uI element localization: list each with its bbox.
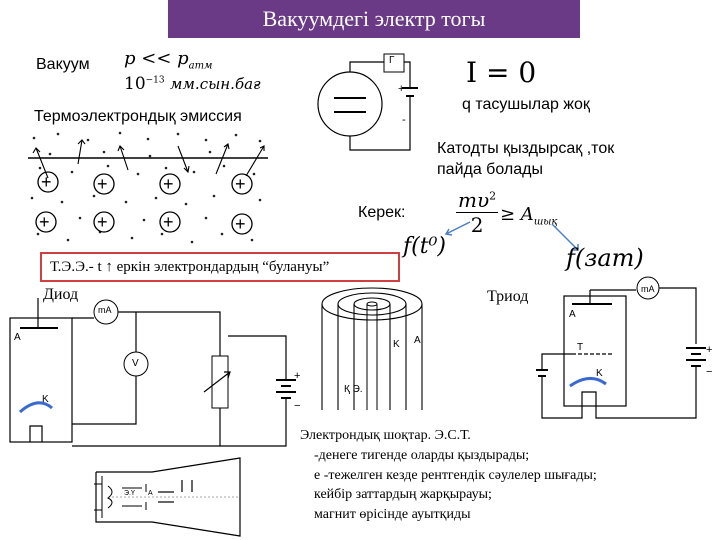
vacuum-formula-value: 10−13 мм.сын.бағ bbox=[124, 74, 261, 94]
circuit1-plus: + bbox=[398, 83, 405, 95]
ion-plus-4: + bbox=[235, 174, 246, 194]
cylindrical-electrode-diagram bbox=[321, 287, 423, 410]
thermo-emission-illustration bbox=[28, 131, 268, 244]
triode-cathode-label: K bbox=[596, 368, 603, 379]
tube-anode-label: A bbox=[414, 335, 421, 346]
tube-cathode-label: K bbox=[393, 339, 400, 350]
cathode-heating-text: Катодты қыздырсақ ,ток пайда болады bbox=[437, 138, 614, 180]
beam-property-2: е -тежелген кезде рентгендік сәулелер шы… bbox=[314, 467, 597, 483]
diode-voltmeter-label: V bbox=[132, 358, 139, 369]
triode-anode-label: A bbox=[569, 309, 576, 320]
beam-property-1: -денеге тигенде оларды қыздырады; bbox=[314, 448, 530, 463]
diode-cathode-label: K bbox=[42, 394, 49, 405]
electron-beams-properties: -денеге тигенде оларды қыздырады; е -теж… bbox=[314, 446, 597, 524]
triode-label: Триод bbox=[487, 288, 529, 305]
ion-plus-2: + bbox=[97, 174, 108, 194]
page-title: Вакуумдегі электр тогы bbox=[168, 0, 580, 38]
diode-battery-plus: + bbox=[294, 370, 301, 382]
electron-beams-heading: Электрондық шоқтар. Э.С.Т. bbox=[300, 428, 471, 443]
beam-property-3: кейбір заттардың жарқырауы; bbox=[314, 487, 492, 502]
triode-battery-plus: + bbox=[706, 344, 713, 356]
cathode-text-line-2: пайда болады bbox=[437, 161, 543, 178]
branch-arrows bbox=[444, 221, 579, 251]
ion-plus-8: + bbox=[235, 214, 246, 234]
ion-plus-7: + bbox=[163, 212, 174, 232]
diode-circuit-diagram bbox=[9, 298, 296, 447]
triode-milliammeter-label: mA bbox=[641, 284, 655, 294]
current-formula: I = 0 bbox=[466, 56, 537, 89]
func-material: f(зат) bbox=[566, 244, 644, 272]
crt-anode-label: А bbox=[148, 490, 153, 497]
crt-electron-gun-label: Э.Ү bbox=[124, 490, 135, 497]
ion-plus-5: + bbox=[39, 212, 50, 232]
ion-plus-1: + bbox=[41, 172, 52, 192]
vacuum-label: Вакуум bbox=[36, 56, 90, 73]
circuit1-minus: - bbox=[402, 114, 406, 126]
thermo-emission-definition: Т.Э.Э.- t ↑ еркін электрондардың “булану… bbox=[40, 252, 400, 282]
triode-grid-label: T bbox=[577, 342, 584, 353]
need-label: Керек: bbox=[358, 204, 406, 221]
vacuum-formula-pressure: p << pатм bbox=[124, 48, 213, 72]
thermo-emission-label: Термоэлектрондық эмиссия bbox=[34, 108, 242, 125]
ion-plus-6: + bbox=[97, 212, 108, 232]
diode-label: Диод bbox=[43, 286, 79, 303]
diode-milliammeter-label: mA bbox=[98, 305, 112, 315]
crt-tube-diagram bbox=[94, 457, 241, 537]
diode-battery-minus: − bbox=[294, 400, 301, 412]
func-temperature: f(t⁰) bbox=[403, 234, 446, 259]
no-carriers-text: q тасушылар жоқ bbox=[462, 96, 590, 113]
vacuum-circuit-diagram bbox=[317, 53, 418, 151]
energy-formula-rhs: ≥ Aшық bbox=[500, 204, 558, 228]
ion-plus-3: + bbox=[163, 174, 174, 194]
diode-anode-label: A bbox=[14, 332, 21, 343]
triode-battery-minus: − bbox=[706, 366, 713, 378]
beam-property-4: магнит өрісінде ауытқиды bbox=[314, 506, 471, 522]
triode-circuit-diagram bbox=[536, 276, 706, 419]
galvanometer-label: Г bbox=[389, 55, 395, 66]
tube-ke-label: Қ Э. bbox=[344, 384, 363, 395]
cathode-text-line-1: Катодты қыздырсақ ,ток bbox=[437, 140, 615, 157]
energy-formula: mυ2 2 bbox=[456, 188, 499, 237]
